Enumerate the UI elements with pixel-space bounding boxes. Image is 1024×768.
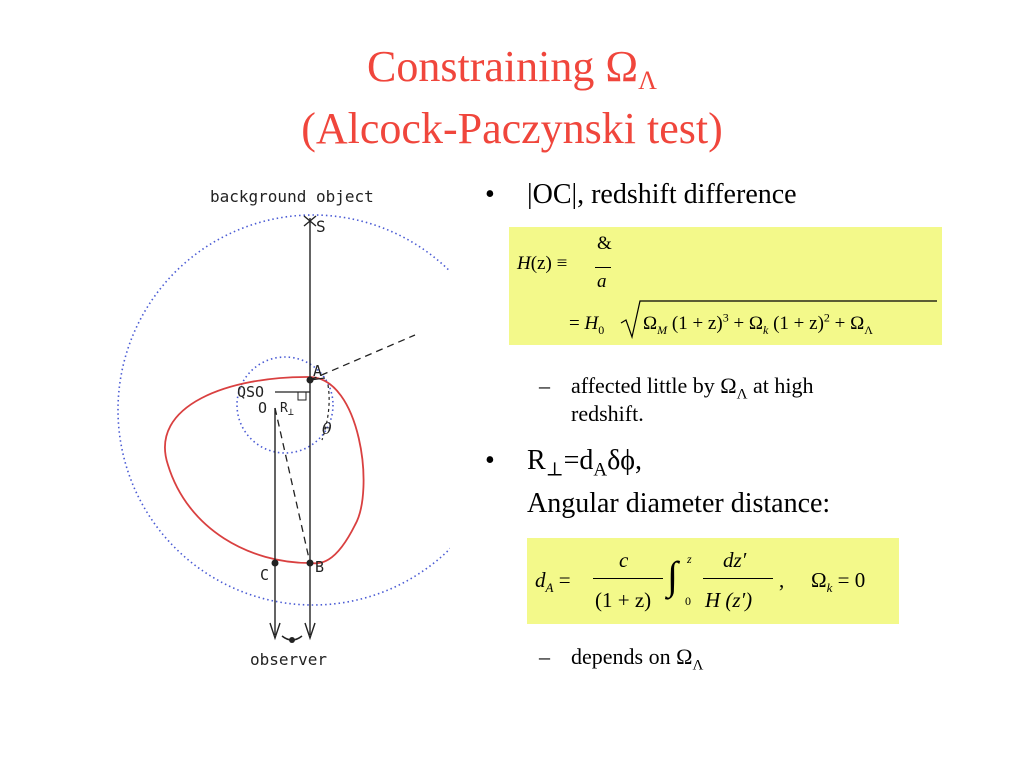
eq2-lhs: dA = — [535, 568, 571, 596]
outer-dotted-circle — [117, 214, 450, 606]
eq2-comma: , — [779, 568, 785, 592]
bullet-oc-redshift: • |OC|, redshift difference — [485, 179, 797, 211]
eq2-int-lower: 0 — [685, 594, 691, 608]
bullet-dot: • — [485, 179, 495, 210]
eq1-denominator: a — [597, 271, 607, 292]
equation-angular-distance-box: dA = c (1 + z) ∫ z 0 dz′ H (z′) , Ωk = 0 — [527, 538, 899, 624]
point-a — [306, 376, 314, 384]
eq2-integral-sign: ∫ — [667, 553, 678, 598]
arrow-b — [304, 622, 316, 641]
subbullet-dash: – — [539, 373, 550, 398]
eq2-omega-k: Ωk = 0 — [811, 568, 866, 596]
subbullet-dash: – — [539, 644, 550, 669]
title-subscript: Λ — [638, 66, 657, 95]
inner-dotted-circle — [236, 356, 334, 454]
point-b — [306, 559, 314, 567]
label-qso: QSO — [237, 383, 264, 401]
bullet-r-perp: • R⊥=dAδϕ, — [485, 445, 643, 481]
subbullet-depends-on: – depends on ΩΛ — [539, 644, 704, 674]
label-background-object: background object — [210, 187, 374, 206]
label-r-perp: R⊥ — [280, 401, 294, 418]
eq1-line2: = H0 — [569, 313, 605, 337]
sqrt-sign — [620, 300, 937, 340]
equation-hubble-box: H(z) ≡ & a = H0 ΩM (1 + z)3 + Ωk (1 + z)… — [509, 227, 942, 345]
alcock-paczynski-diagram: background object S A QSO O R⊥ θ C B obs… — [117, 187, 450, 669]
label-s: S — [316, 217, 326, 236]
label-theta: θ — [322, 419, 332, 438]
slide-title-line2: (Alcock-Paczynski test) — [301, 104, 723, 153]
observer-pupil-icon — [289, 637, 295, 643]
slide-title-line1: Constraining ΩΛ — [0, 42, 1024, 95]
right-angle-mark — [297, 391, 307, 401]
bullet-angular-diameter: Angular diameter distance: — [527, 488, 831, 519]
dashed-line-a-upper — [309, 334, 416, 381]
star-marker-s — [303, 215, 317, 227]
eq1-numerator: & — [597, 233, 612, 254]
eq2-frac2-line — [703, 578, 773, 579]
label-observer: observer — [250, 650, 327, 669]
eq2-frac1-num: c — [619, 548, 629, 572]
bullet-dot: • — [485, 445, 495, 476]
eq2-frac1-line — [593, 578, 663, 579]
eq1-radicand: ΩM (1 + z)3 + Ωk (1 + z)2 + ΩΛ — [643, 310, 873, 337]
label-c: C — [260, 566, 269, 584]
eq2-int-upper: z — [687, 552, 692, 566]
eq1-lhs: H(z) ≡ — [517, 253, 568, 274]
red-outline-curve — [164, 376, 365, 565]
eq2-frac2-num: dz′ — [723, 548, 747, 572]
point-c — [271, 559, 279, 567]
title-text: Constraining Ω — [367, 42, 639, 91]
arrow-c — [269, 622, 281, 641]
eq1-frac-line — [595, 267, 611, 268]
eq2-frac1-den: (1 + z) — [595, 588, 652, 612]
subbullet-affected-little: – affected little by ΩΛ at high redshift… — [539, 373, 814, 426]
dashed-line-o-to-b — [274, 407, 311, 564]
label-b: B — [315, 558, 324, 576]
label-o: O — [258, 399, 267, 417]
label-a: A — [313, 362, 322, 380]
bullet-text: |OC|, redshift difference — [527, 179, 797, 210]
eq2-frac2-den: H (z′) — [705, 588, 753, 612]
theta-arc — [321, 384, 330, 441]
